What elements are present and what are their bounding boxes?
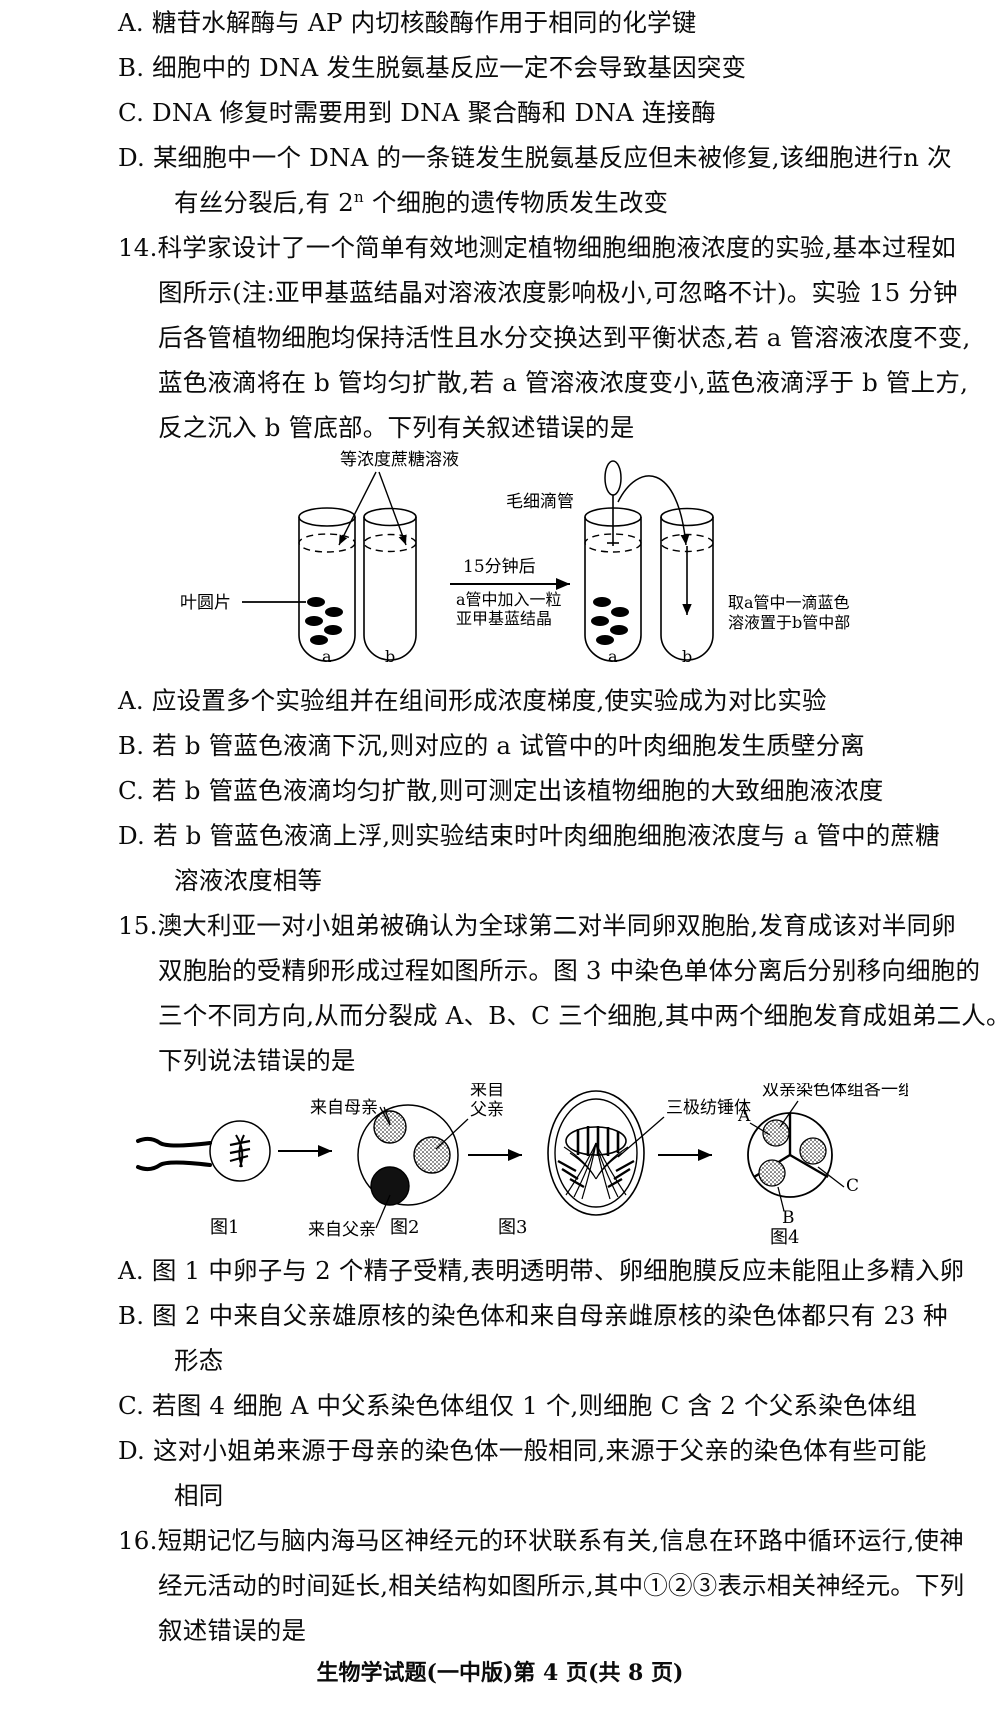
q14-option-d-cont: 溶液浓度相等 [174, 866, 323, 895]
tube-label-b-left: b [385, 647, 395, 666]
right-note-line-2: 溶液置于b管中部 [728, 613, 850, 632]
q14-stem-line-1: 14.科学家设计了一个简单有效地测定植物细胞细胞液浓度的实验,基本过程如 [118, 225, 956, 270]
q13-option-d-cont: 有丝分裂后,有 2n 个细胞的遗传物质发生改变 [118, 180, 908, 225]
capillary-pipette [604, 460, 622, 546]
q14-stem-1: 科学家设计了一个简单有效地测定植物细胞细胞液浓度的实验,基本过程如 [157, 233, 956, 262]
right-note-line-1: 取a管中一滴蓝色 [728, 593, 850, 612]
q15-option-b: B. 图 2 中来自父亲雄原核的染色体和来自母亲雌原核的染色体都只有 23 种 [118, 1301, 948, 1330]
q14-stem-line-3: 后各管植物细胞均保持活性且水分交换达到平衡状态,若 a 管溶液浓度不变, [158, 323, 971, 352]
q13-exponent: n [353, 187, 364, 206]
arrow-bottom-label-2: 亚甲基蓝结晶 [456, 609, 552, 628]
figure-4-three-cells [747, 1112, 833, 1198]
q14-stem-line-4: 蓝色液滴将在 b 管均匀扩散,若 a 管溶液浓度变小,蓝色液滴浮于 b 管上方, [158, 368, 969, 397]
q14-option-b: B. 若 b 管蓝色液滴下沉,则对应的 a 试管中的叶肉细胞发生质壁分离 [118, 731, 866, 760]
label-from-father-top-2: 父亲 [470, 1100, 504, 1120]
q15-stem-line-4: 下列说法错误的是 [158, 1046, 356, 1075]
test-tube-diagram: 等浓度蔗糖溶液 a [180, 450, 850, 666]
arrow-bottom-label-1: a管中加入一粒 [456, 590, 562, 609]
q16-stem-1: 短期记忆与脑内海马区神经元的环状联系有关,信息在环路中循环运行,使神 [157, 1526, 964, 1555]
tube-a-left: a [298, 507, 356, 666]
figure-caption-2: 图2 [390, 1217, 419, 1238]
fertilization-diagram: 图1 来自母亲 来自 父亲 来自父亲 [136, 1083, 908, 1248]
q14-option-a: A. 应设置多个实验组并在组间形成浓度梯度,使实验成为对比实验 [118, 686, 827, 715]
cell-label-B: B [782, 1208, 795, 1228]
q14-number: 14. [118, 233, 158, 262]
tube-a-right: a [584, 507, 642, 666]
q16-stem-line-1: 16.短期记忆与脑内海马区神经元的环状联系有关,信息在环路中循环运行,使神 [118, 1518, 964, 1563]
figure-caption-3: 图3 [498, 1217, 527, 1238]
q14-figure: 等浓度蔗糖溶液 a [118, 450, 908, 678]
label-from-father-bottom: 来自父亲 [308, 1220, 376, 1240]
q15-stem-1: 澳大利亚一对小姐弟被确认为全球第二对半同卵双胞胎,发育成该对半同卵 [157, 911, 956, 940]
q15-figure: 图1 来自母亲 来自 父亲 来自父亲 [118, 1083, 908, 1248]
q14-option-d: D. 若 b 管蓝色液滴上浮,则实验结束时叶肉细胞细胞液浓度与 a 管中的蔗糖 [118, 821, 940, 850]
tube-b-left: b [363, 507, 417, 666]
q15-stem-line-1: 15.澳大利亚一对小姐弟被确认为全球第二对半同卵双胞胎,发育成该对半同卵 [118, 903, 956, 948]
q13-option-a: A. 糖苷水解酶与 AP 内切核酸酶作用于相同的化学键 [118, 8, 697, 37]
q15-option-a: A. 图 1 中卵子与 2 个精子受精,表明透明带、卵细胞膜反应未能阻止多精入卵 [118, 1256, 965, 1285]
figure-3-tripolar-spindle [547, 1090, 645, 1216]
q13-option-d-cont-a: 有丝分裂后,有 2 [174, 188, 354, 217]
tube-label-a-right: a [608, 647, 618, 666]
label-both-parent-chromosome-sets: 双亲染色体组各一组 [762, 1083, 908, 1100]
q13-option-c: C. DNA 修复时需要用到 DNA 聚合酶和 DNA 连接酶 [118, 98, 716, 127]
q16-stem-line-2: 经元活动的时间延长,相关结构如图所示,其中①②③表示相关神经元。下列 [158, 1571, 965, 1600]
label-capillary-pipette: 毛细滴管 [506, 492, 574, 512]
label-sucrose-solution: 等浓度蔗糖溶液 [340, 450, 459, 470]
label-tripolar-spindle: 三极纺锤体 [666, 1098, 751, 1118]
figure-caption-4: 图4 [770, 1227, 799, 1248]
q15-option-b-cont: 形态 [174, 1346, 224, 1375]
q14-option-c: C. 若 b 管蓝色液滴均匀扩散,则可测定出该植物细胞的大致细胞液浓度 [118, 776, 884, 805]
q15-stem-line-3: 三个不同方向,从而分裂成 A、B、C 三个细胞,其中两个细胞发育成姐弟二人。 [158, 1001, 1000, 1030]
q14-stem-line-5: 反之沉入 b 管底部。下列有关叙述错误的是 [158, 413, 635, 442]
q13-option-b: B. 细胞中的 DNA 发生脱氨基反应一定不会导致基因突变 [118, 53, 747, 82]
tube-label-a-left: a [322, 647, 332, 666]
page-content: A. 糖苷水解酶与 AP 内切核酸酶作用于相同的化学键 B. 细胞中的 DNA … [118, 0, 1000, 1653]
q15-option-d: D. 这对小姐弟来源于母亲的染色体一般相同,来源于父亲的染色体有些可能 [118, 1436, 927, 1465]
figure-1-egg-sperm [136, 1120, 271, 1182]
arrow-top-label: 15分钟后 [463, 557, 536, 577]
tube-b-right: b [660, 507, 714, 666]
q13-option-d-text: D. 某细胞中一个 DNA 的一条链发生脱氨基反应但未被修复,该细胞进行n 次 [118, 143, 952, 172]
label-from-father-top-1: 来自 [470, 1083, 504, 1100]
q13-option-d: D. 某细胞中一个 DNA 的一条链发生脱氨基反应但未被修复,该细胞进行n 次 [118, 135, 952, 180]
q15-number: 15. [118, 911, 158, 940]
page-footer: 生物学试题(一中版)第 4 页(共 8 页) [316, 1660, 684, 1686]
figure-caption-1: 图1 [210, 1217, 239, 1238]
q14-stem-line-2: 图所示(注:亚甲基蓝结晶对溶液浓度影响极小,可忽略不计)。实验 15 分钟 [158, 278, 958, 307]
q16-stem-line-3: 叙述错误的是 [158, 1616, 307, 1645]
q13-option-d-cont-b: 个细胞的遗传物质发生改变 [363, 188, 669, 217]
cell-label-A: A [737, 1106, 751, 1126]
figure-2-pronuclei [357, 1104, 459, 1206]
q15-stem-line-2: 双胞胎的受精卵形成过程如图所示。图 3 中染色单体分离后分别移向细胞的 [158, 956, 981, 985]
label-leaf-disc: 叶圆片 [180, 593, 231, 613]
q15-option-d-cont: 相同 [174, 1481, 224, 1510]
tube-label-b-right: b [682, 647, 692, 666]
label-from-mother: 来自母亲 [310, 1098, 378, 1118]
q16-number: 16. [118, 1526, 158, 1555]
q15-option-c: C. 若图 4 细胞 A 中父系染色体组仅 1 个,则细胞 C 含 2 个父系染… [118, 1391, 917, 1420]
cell-label-C: C [846, 1176, 859, 1196]
